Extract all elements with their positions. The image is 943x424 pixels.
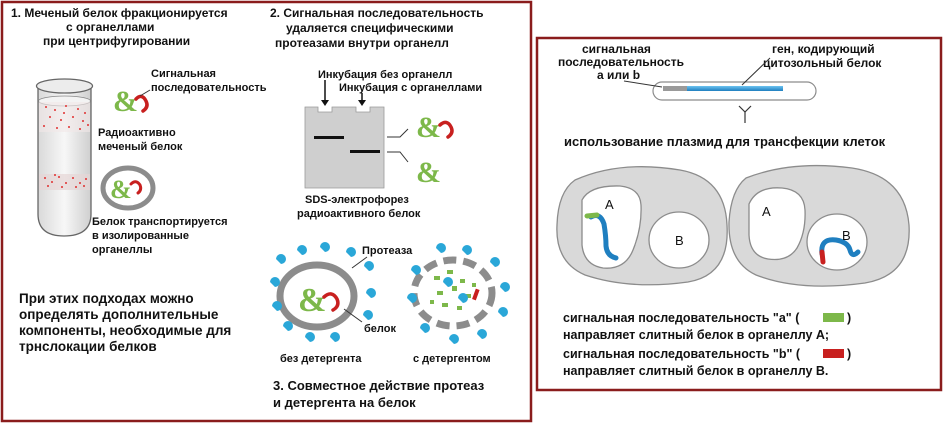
transport-label-1: Белок транспортируется (92, 216, 228, 228)
step2-title-2: удаляется специфическими (286, 21, 454, 35)
conclusion-line-4: трнслокации белков (19, 339, 157, 354)
svg-text:&: & (113, 85, 138, 118)
protein-pointer (343, 308, 363, 323)
signal-label-2: последовательность (151, 82, 267, 94)
sds-label-2: радиоактивного белок (297, 208, 421, 220)
gene-label-2: цитозольный белок (763, 56, 882, 70)
step1-title-line3: при центрифугировании (43, 34, 190, 48)
cell-a (556, 166, 728, 286)
plasmid-signal-pointer (623, 80, 663, 88)
step1-title-line2: с органеллами (66, 20, 154, 34)
gene-label-1: ген, кодирующий (772, 42, 875, 56)
cell-b (728, 164, 910, 287)
svg-text:&: & (416, 111, 441, 144)
svg-text:&: & (298, 282, 326, 319)
plasmid-signal-label-1: сигнальная (582, 42, 651, 56)
incubation-with-label: Инкубация с органеллами (339, 82, 482, 94)
plasmid-signal-label-2: последовательность (558, 55, 684, 69)
sds-label-1: SDS-электрофорез (305, 194, 409, 206)
step3-title-1: 3. Совместное действие протеаз (273, 378, 485, 393)
step2-title-3: протеазами внутри органелл (275, 36, 449, 50)
transport-label-2: в изолированные (92, 230, 189, 242)
conclusion-line-3: компоненты, необходимые для (19, 323, 231, 338)
plasmid-use-label: использование плазмид для трансфекции кл… (564, 134, 886, 149)
legend-a-swatch (823, 313, 844, 322)
with-detergent-label: с детергентом (413, 353, 491, 365)
legend-a-line2: направляет слитный белок в органеллу А; (563, 328, 829, 342)
organelle-with-protein: & (100, 165, 156, 211)
no-detergent-label: без детергента (280, 353, 362, 365)
legend-b-swatch (823, 349, 844, 358)
protease-label: Протеаза (362, 245, 413, 257)
organelle-b-label: В (675, 233, 684, 248)
legend-a-line1-end: ) (847, 311, 851, 325)
protease-pointer (351, 256, 368, 269)
radio-label-2: меченый белок (98, 141, 183, 153)
svg-text:&: & (110, 175, 132, 204)
band1-pointer (387, 128, 409, 138)
plasmid-signal-label-3: a или b (597, 68, 640, 82)
band-lane2 (350, 150, 380, 153)
gene-pointer (741, 57, 771, 86)
incubation-without-label: Инкубация без органелл (318, 69, 452, 81)
full-length-protein: & (416, 111, 454, 144)
centrifuge-tube (35, 78, 94, 237)
signal-pointer (139, 89, 151, 97)
legend-b-line1-end: ) (847, 347, 851, 361)
step2-title-1: 2. Сигнальная последовательность (270, 6, 484, 20)
organelle-a2-label: А (762, 204, 771, 219)
plasmid-construct (652, 81, 817, 101)
legend-a-line1: сигнальная последовательность "а" ( (563, 311, 800, 325)
organelle-b2-label: В (842, 228, 851, 243)
legend-b-line1: сигнальная последовательность "b" ( (563, 347, 801, 361)
svg-text:&: & (416, 156, 441, 189)
sds-gel (304, 106, 385, 189)
step3-title-2: и детергента на белок (273, 395, 416, 410)
signal-label-1: Сигнальная (151, 68, 216, 80)
cleaved-protein: & (416, 156, 441, 189)
conclusion-line-2: определять дополнительные (19, 307, 219, 322)
band-lane1 (314, 136, 344, 139)
protease-molecules-left (270, 242, 376, 342)
transport-label-3: органеллы (92, 244, 152, 256)
labelled-protein: & (113, 85, 149, 118)
organelle-a-label: А (605, 197, 614, 212)
step1-title: 1. Меченый белок фракционируется (11, 6, 228, 20)
protein-label: белок (364, 323, 396, 335)
vesicle-intact: & (276, 261, 358, 331)
legend-b-line2: направляет слитный белок в органеллу В. (563, 364, 828, 378)
band2-pointer (387, 151, 409, 163)
vesicle-disrupted (410, 256, 496, 330)
protease-molecules-right (407, 243, 510, 344)
radio-label-1: Радиоактивно (98, 127, 176, 139)
conclusion-line-1: При этих подходах можно (19, 291, 194, 306)
